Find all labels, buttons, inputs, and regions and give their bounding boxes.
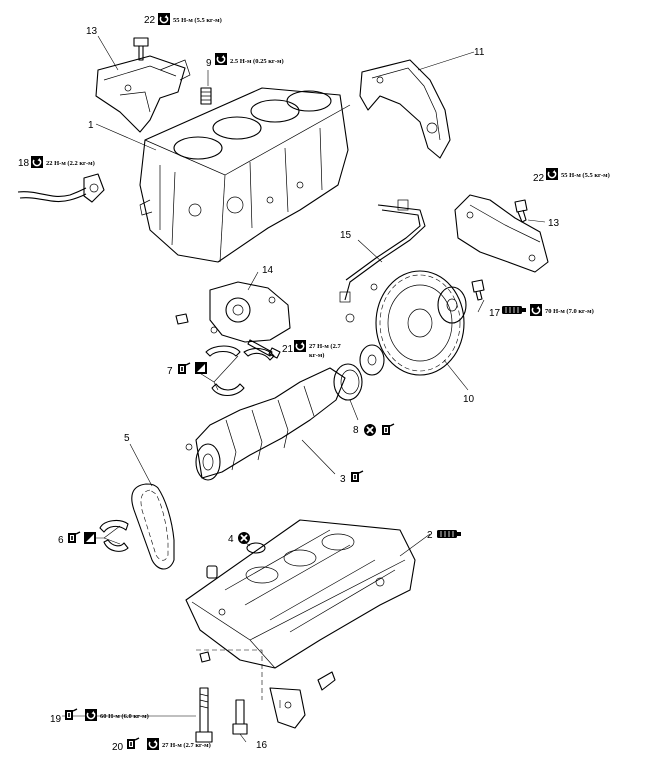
svg-text:кг-м): кг-м) — [309, 352, 324, 359]
callout-22-upper: 22 55 Н-м (5.5 кг-м) — [144, 12, 222, 26]
callout-18: 18 22 Н-м (2.2 кг-м) — [18, 155, 95, 169]
svg-text:7: 7 — [167, 366, 173, 377]
mount-bracket-right — [454, 194, 549, 273]
svg-text:55 Н-м (5.5 кг-м): 55 Н-м (5.5 кг-м) — [561, 172, 610, 179]
callout-8: 8 — [353, 423, 395, 437]
torque-wrench-icon — [30, 155, 44, 169]
torque-wrench-icon — [84, 708, 98, 722]
bolt-22-right — [514, 199, 528, 223]
svg-text:18: 18 — [18, 158, 30, 169]
drive-plate-adapters — [359, 286, 467, 376]
torque-wrench-icon — [529, 303, 543, 317]
svg-text:27 Н-м (2.7: 27 Н-м (2.7 — [309, 343, 341, 350]
replace-part-icon — [237, 531, 251, 545]
torque-wrench-icon — [146, 737, 160, 751]
dowel-collar — [206, 565, 218, 579]
callout-14: 14 — [262, 265, 274, 276]
svg-text:2.5 Н-м (0.25 кг-м): 2.5 Н-м (0.25 кг-м) — [230, 58, 284, 65]
torque-wrench-icon — [545, 167, 559, 181]
svg-text:21: 21 — [282, 344, 294, 355]
oil-can-icon — [67, 531, 81, 544]
main-bearings — [205, 345, 275, 397]
sealant-tube-icon — [501, 305, 527, 315]
pump-assembly — [175, 281, 291, 343]
oil-pipe — [339, 199, 426, 323]
svg-text:55 Н-м (5.5 кг-м): 55 Н-м (5.5 кг-м) — [173, 17, 222, 24]
replace-part-icon — [363, 423, 377, 437]
torque-wrench-icon — [293, 339, 307, 353]
callout-13-upper: 13 — [86, 26, 98, 37]
svg-text:19: 19 — [50, 714, 62, 725]
bracket-16 — [269, 671, 336, 729]
rear-plate — [359, 59, 451, 159]
svg-text:22: 22 — [533, 173, 545, 184]
callout-21: 21 27 Н-м (2.7 кг-м) — [282, 339, 341, 359]
grease-icon — [84, 532, 96, 544]
callout-10: 10 — [463, 394, 475, 405]
svg-text:9: 9 — [206, 58, 212, 69]
callout-1: 1 — [88, 120, 94, 131]
callout-16: 16 — [256, 740, 268, 751]
rear-oil-seal — [333, 363, 363, 401]
torque-wrench-icon — [214, 52, 228, 66]
callout-19: 19 60 Н-м (6.0 кг-м) — [50, 708, 149, 725]
leader-lines — [62, 35, 546, 743]
oil-can-icon — [177, 362, 191, 375]
callout-20: 20 27 Н-м (2.7 кг-м) — [112, 737, 211, 753]
plug-9 — [200, 87, 212, 105]
callout-11: 11 — [474, 47, 485, 58]
bolt-22-upper — [133, 37, 149, 61]
callout-2: 2 — [427, 529, 462, 541]
lower-crankcase — [185, 519, 416, 700]
bolt-19 — [195, 687, 213, 743]
callout-15: 15 — [340, 230, 352, 241]
svg-text:17: 17 — [489, 308, 501, 319]
bolt-17 — [471, 279, 485, 301]
nut — [199, 651, 211, 663]
timing-chain — [131, 483, 175, 570]
callout-22-right: 22 55 Н-м (5.5 кг-м) — [533, 167, 610, 184]
svg-text:3: 3 — [340, 474, 346, 485]
crankshaft — [185, 367, 346, 481]
oil-can-icon — [64, 708, 78, 721]
sealant-tube-icon — [436, 529, 462, 539]
svg-text:6: 6 — [58, 535, 64, 546]
svg-text:2: 2 — [427, 530, 433, 541]
oil-can-icon — [126, 737, 140, 750]
cylinder-block — [139, 87, 351, 263]
svg-text:22 Н-м (2.2 кг-м): 22 Н-м (2.2 кг-м) — [46, 160, 95, 167]
grease-icon — [195, 362, 207, 374]
oil-can-icon — [350, 470, 364, 483]
callout-7: 7 — [167, 362, 207, 377]
callout-9: 9 2.5 Н-м (0.25 кг-м) — [206, 52, 284, 69]
callout-13-right: 13 — [548, 218, 560, 229]
mount-bracket-upper — [95, 55, 191, 133]
callout-17: 17 70 Н-м (7.0 кг-м) — [489, 303, 594, 319]
knock-sensor — [17, 173, 105, 203]
svg-text:70 Н-м (7.0 кг-м): 70 Н-м (7.0 кг-м) — [545, 308, 594, 315]
svg-text:20: 20 — [112, 742, 124, 753]
bolt-20 — [232, 699, 248, 735]
o-ring — [246, 542, 266, 554]
svg-text:4: 4 — [228, 534, 234, 545]
callout-5: 5 — [124, 433, 130, 444]
svg-text:27 Н-м (2.7 кг-м): 27 Н-м (2.7 кг-м) — [162, 742, 211, 749]
callout-3: 3 — [340, 470, 364, 485]
callout-4: 4 — [228, 531, 251, 545]
thrust-bearings — [99, 519, 129, 552]
callout-6: 6 — [58, 531, 96, 546]
torque-wrench-icon — [157, 12, 171, 26]
oil-can-icon — [381, 423, 395, 436]
svg-text:60 Н-м (6.0 кг-м): 60 Н-м (6.0 кг-м) — [100, 713, 149, 720]
svg-text:8: 8 — [353, 425, 359, 436]
svg-text:22: 22 — [144, 15, 156, 26]
